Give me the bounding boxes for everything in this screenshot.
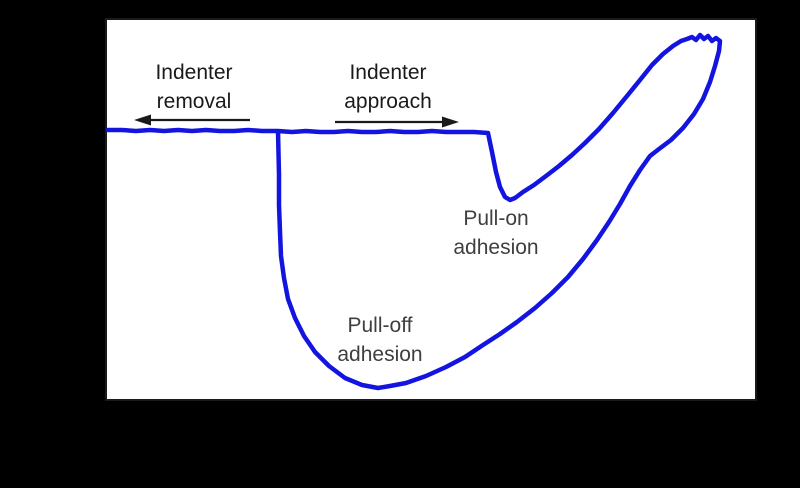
indentation-force-displacement-loop [105, 32, 723, 391]
annotation-line: approach [344, 90, 432, 113]
arrow-group [134, 114, 459, 128]
indenter-removal-arrow-head [134, 114, 151, 126]
annotation-line: adhesion [337, 343, 423, 366]
annotation-indenter-approach: Indenter approach [344, 58, 432, 116]
indenter-approach-arrow-head [442, 116, 459, 128]
annotation-line: Indenter [155, 61, 233, 84]
annotation-pull-off-adhesion: Pull-off adhesion [337, 311, 422, 369]
curve-group [105, 32, 723, 391]
annotation-line: Pull-on [463, 207, 529, 230]
annotation-pull-on-adhesion: Pull-on adhesion [453, 204, 538, 262]
annotation-line: adhesion [453, 236, 539, 259]
annotation-indenter-removal: Indenter removal [155, 58, 232, 116]
annotation-line: Indenter [349, 61, 427, 84]
annotation-line: removal [156, 90, 232, 113]
annotation-line: Pull-off [347, 314, 413, 337]
plot-area [105, 18, 757, 401]
